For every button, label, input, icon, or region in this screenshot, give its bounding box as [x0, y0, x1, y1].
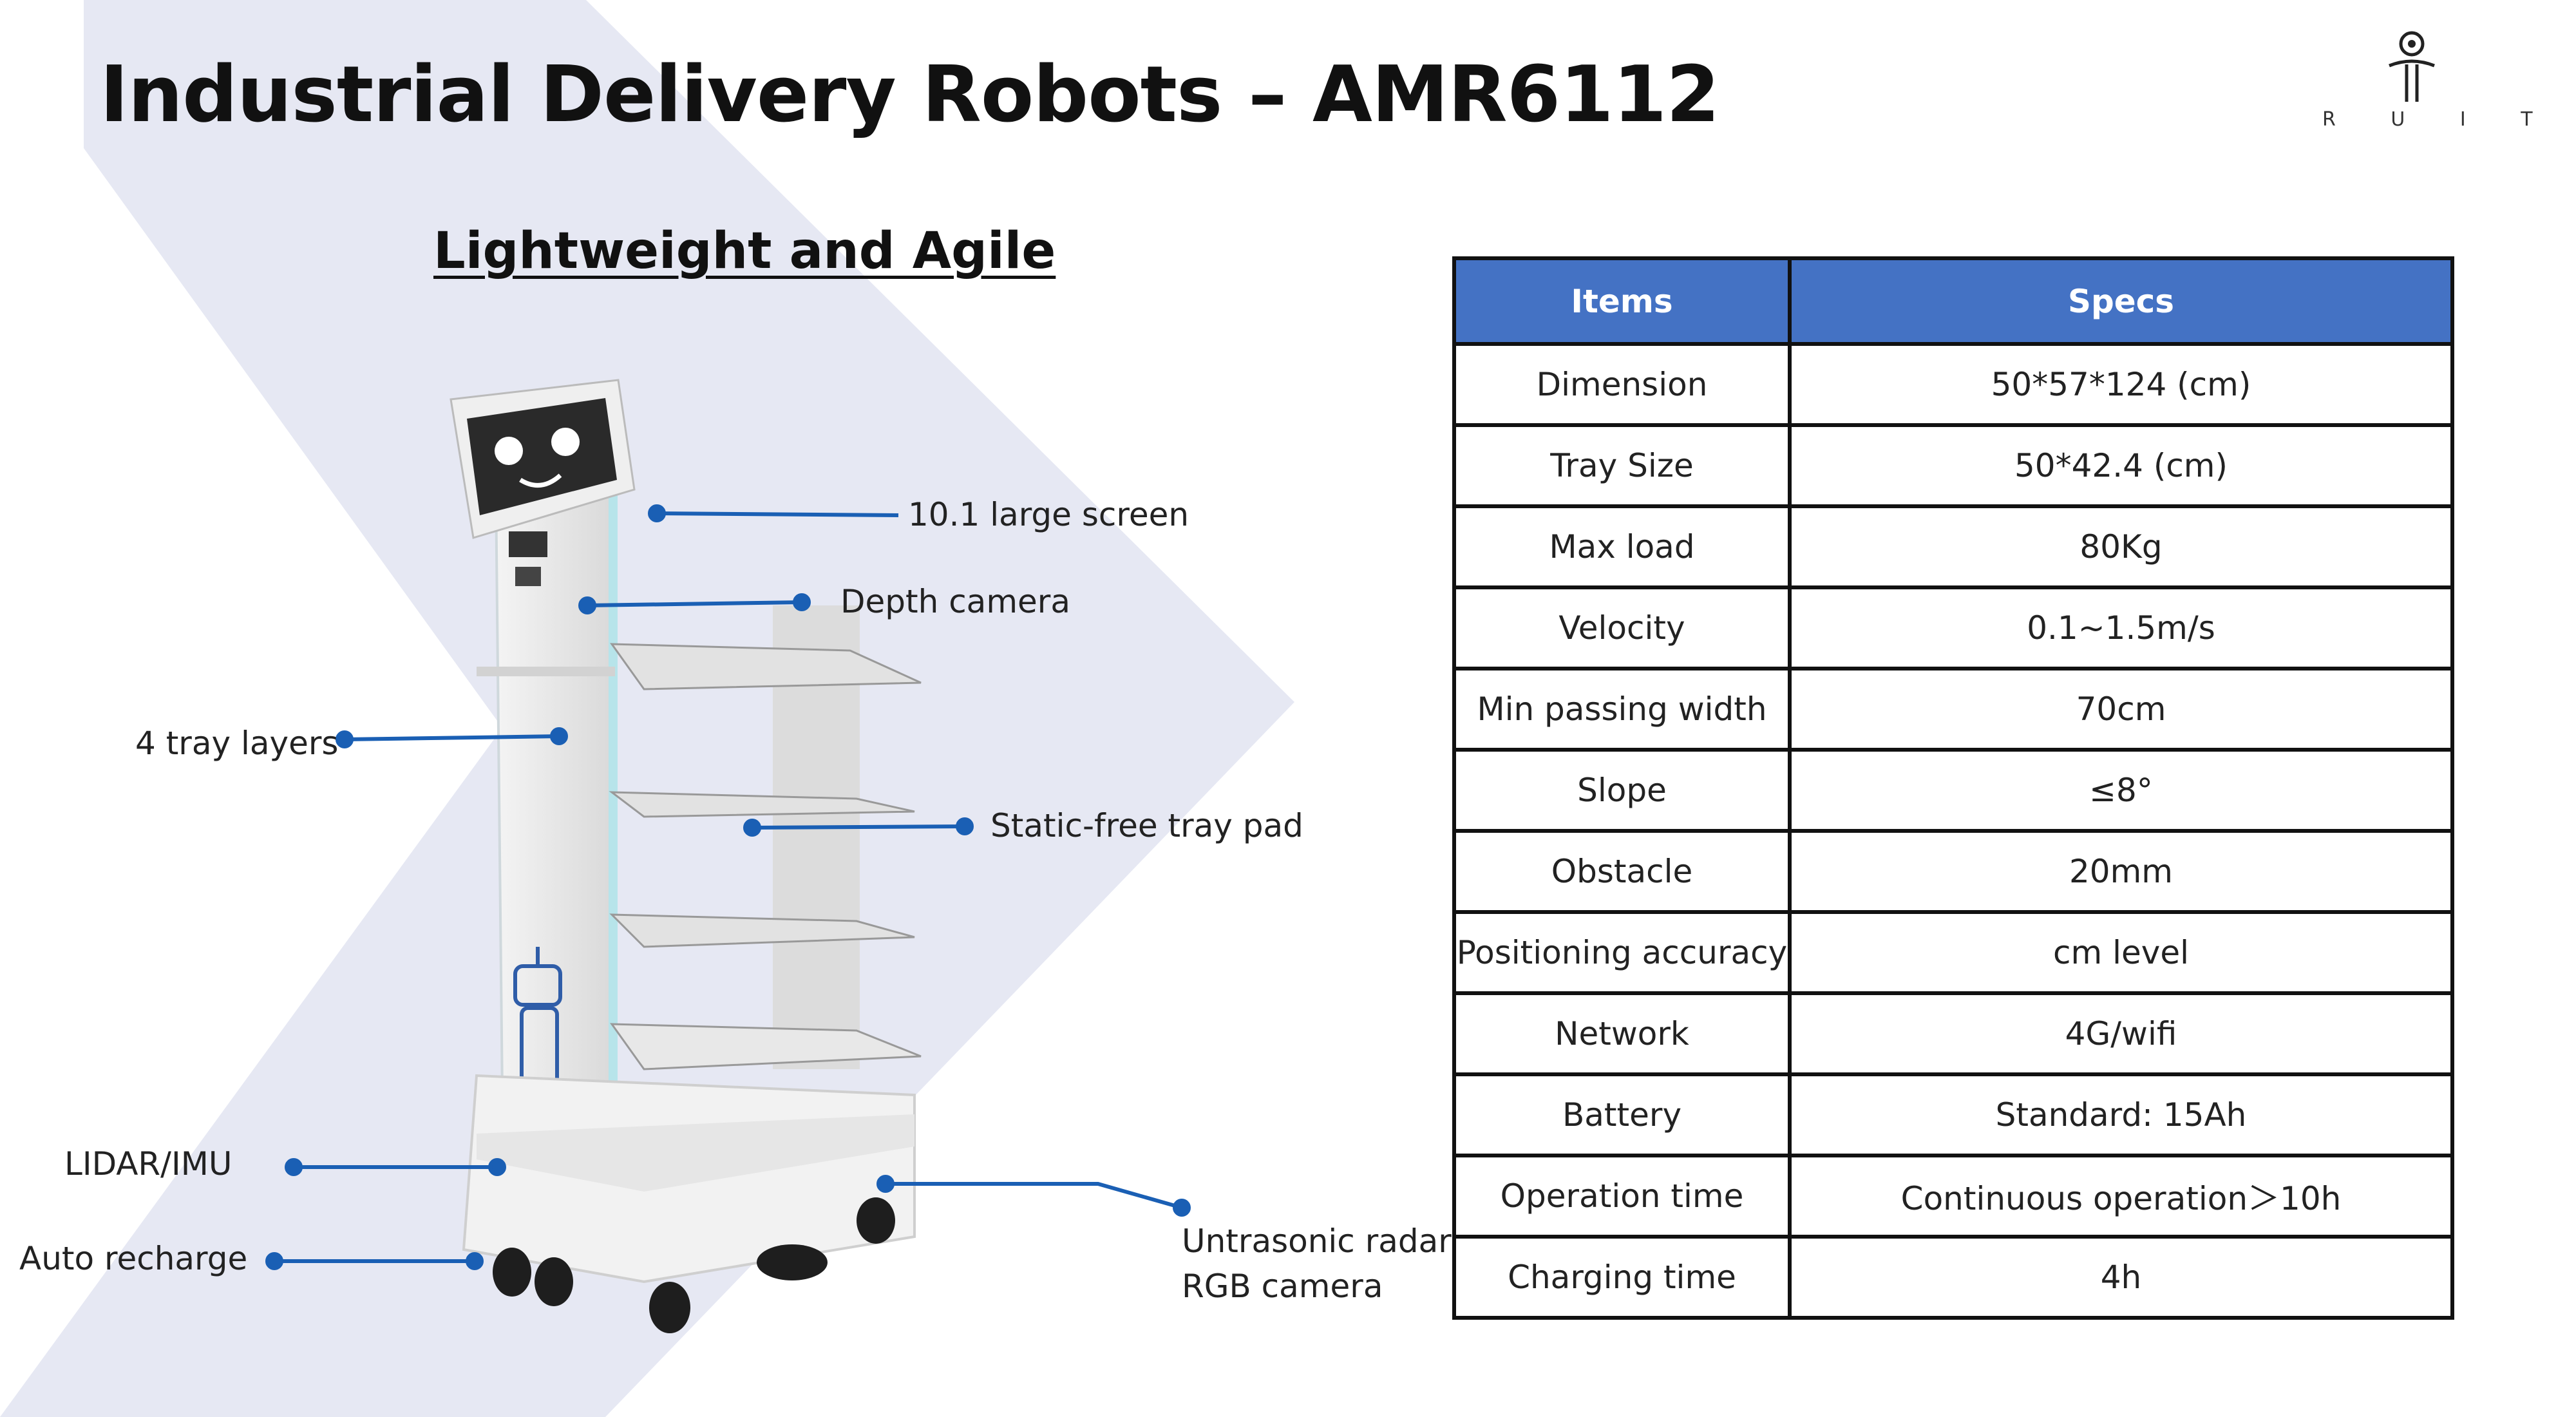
spec-item: Min passing width	[1452, 667, 1792, 752]
section-subtitle: Lightweight and Agile	[433, 222, 1056, 280]
spec-value: 70cm	[1788, 667, 2454, 752]
spec-item: Tray Size	[1452, 423, 1792, 508]
spec-item: Velocity	[1452, 585, 1792, 670]
ruitan-logo-icon	[2389, 31, 2435, 102]
spec-value: cm level	[1788, 910, 2454, 995]
header-items: Items	[1452, 256, 1792, 346]
spec-value: Continuous operation＞10h	[1788, 1154, 2454, 1239]
spec-value: 20mm	[1788, 829, 2454, 914]
spec-value: 50*57*124 (cm)	[1788, 342, 2454, 427]
spec-item: Network	[1452, 991, 1792, 1076]
callout-tray-pad: Static-free tray pad	[990, 807, 1303, 844]
spec-value: 80Kg	[1788, 504, 2454, 589]
table-header-row: Items Specs	[1452, 256, 2454, 346]
spec-value: 4G/wifi	[1788, 991, 2454, 1076]
header-specs: Specs	[1788, 256, 2454, 346]
spec-value: 4h	[1788, 1235, 2454, 1320]
logo-wordmark: R U I T A N	[2322, 108, 2576, 131]
spec-item: Charging time	[1452, 1235, 1792, 1320]
spec-value: 0.1~1.5m/s	[1788, 585, 2454, 670]
callout-lidar: LIDAR/IMU	[64, 1145, 232, 1183]
spec-value: Standard: 15Ah	[1788, 1072, 2454, 1157]
spec-item: Battery	[1452, 1072, 1792, 1157]
spec-item: Dimension	[1452, 342, 1792, 427]
callout-tray-layers: 4 tray layers	[135, 725, 339, 762]
spec-item: Max load	[1452, 504, 1792, 589]
spec-item: Slope	[1452, 748, 1792, 833]
callout-depth-camera: Depth camera	[840, 583, 1070, 620]
callout-screen: 10.1 large screen	[908, 496, 1189, 533]
spec-item: Operation time	[1452, 1154, 1792, 1239]
callout-recharge: Auto recharge	[19, 1240, 248, 1277]
spec-value: ≤8°	[1788, 748, 2454, 833]
spec-value: 50*42.4 (cm)	[1788, 423, 2454, 508]
page-title: Industrial Delivery Robots – AMR6112	[100, 50, 1720, 140]
callout-rgb-camera: RGB camera	[1182, 1268, 1383, 1305]
callout-radar: Untrasonic radar	[1182, 1222, 1452, 1260]
spec-item: Positioning accuracy	[1452, 910, 1792, 995]
spec-item: Obstacle	[1452, 829, 1792, 914]
table-row: Slope≤8°	[1452, 748, 2454, 833]
